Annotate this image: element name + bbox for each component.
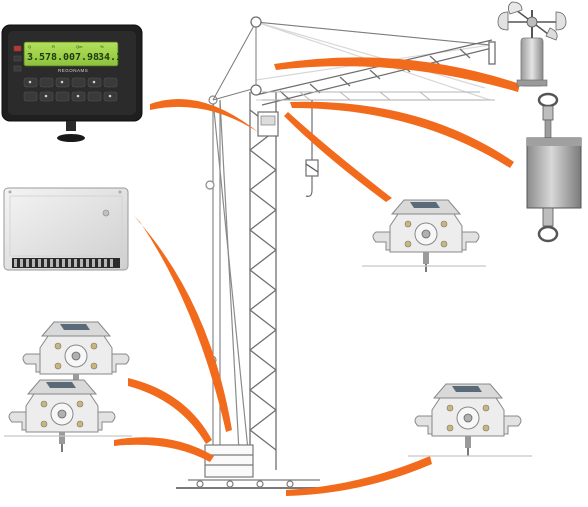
reading-4: 34.1 [98, 52, 122, 63]
angle-sensor-icon [8, 379, 116, 453]
keypad-button[interactable] [55, 91, 70, 102]
connector-anemometer [274, 57, 520, 92]
connector-controller [134, 216, 232, 432]
stay-cables [212, 21, 491, 101]
keypad [13, 45, 118, 102]
tower-mast [249, 92, 277, 470]
load-cell-icon [526, 92, 582, 243]
derrick-mast [205, 95, 251, 471]
connector-jib-sensor [284, 112, 392, 202]
keypad-button[interactable] [103, 77, 118, 88]
terminal-strip [12, 258, 120, 268]
display-unit-icon [23, 41, 119, 67]
connectors [114, 57, 520, 496]
connector-sensor-upper [128, 378, 212, 444]
connector-load-cell [290, 101, 514, 168]
reading-2: 8.00 [51, 52, 75, 63]
angle-sensor-lower [4, 379, 132, 453]
hook-block [305, 100, 319, 197]
load-cell [526, 92, 582, 243]
operator-cabin [257, 111, 279, 137]
crane-base [176, 444, 332, 489]
display-brand: REGONAMS [58, 68, 88, 73]
svg-text:R: R [52, 44, 55, 49]
connector-sensor-right [286, 456, 432, 496]
anemometer-icon [497, 1, 567, 87]
anemometer [497, 1, 567, 87]
keypad-button[interactable] [23, 91, 38, 102]
angle-sensor-icon [414, 383, 522, 457]
connector-display [150, 98, 258, 132]
controller-box [3, 187, 129, 271]
display-unit: Q R Qm % 3.57 8.00 7.98 34.1 REGONAMS [1, 24, 143, 142]
angle-sensor-icon [372, 199, 480, 273]
keypad-button[interactable] [39, 77, 54, 88]
svg-text:Q: Q [28, 44, 31, 49]
connector-sensor-lower [114, 437, 214, 462]
svg-text:Qm: Qm [76, 44, 83, 49]
angle-sensor-jib [362, 199, 486, 273]
svg-text:%: % [100, 44, 104, 49]
angle-sensor-right [408, 383, 532, 457]
second-jib [262, 91, 495, 101]
controller-box-icon [3, 187, 129, 271]
keypad-button[interactable] [71, 77, 86, 88]
reading-3: 7.98 [75, 52, 99, 63]
tower-crane [176, 16, 496, 489]
keypad-button[interactable] [87, 91, 102, 102]
reading-1: 3.57 [27, 52, 51, 63]
